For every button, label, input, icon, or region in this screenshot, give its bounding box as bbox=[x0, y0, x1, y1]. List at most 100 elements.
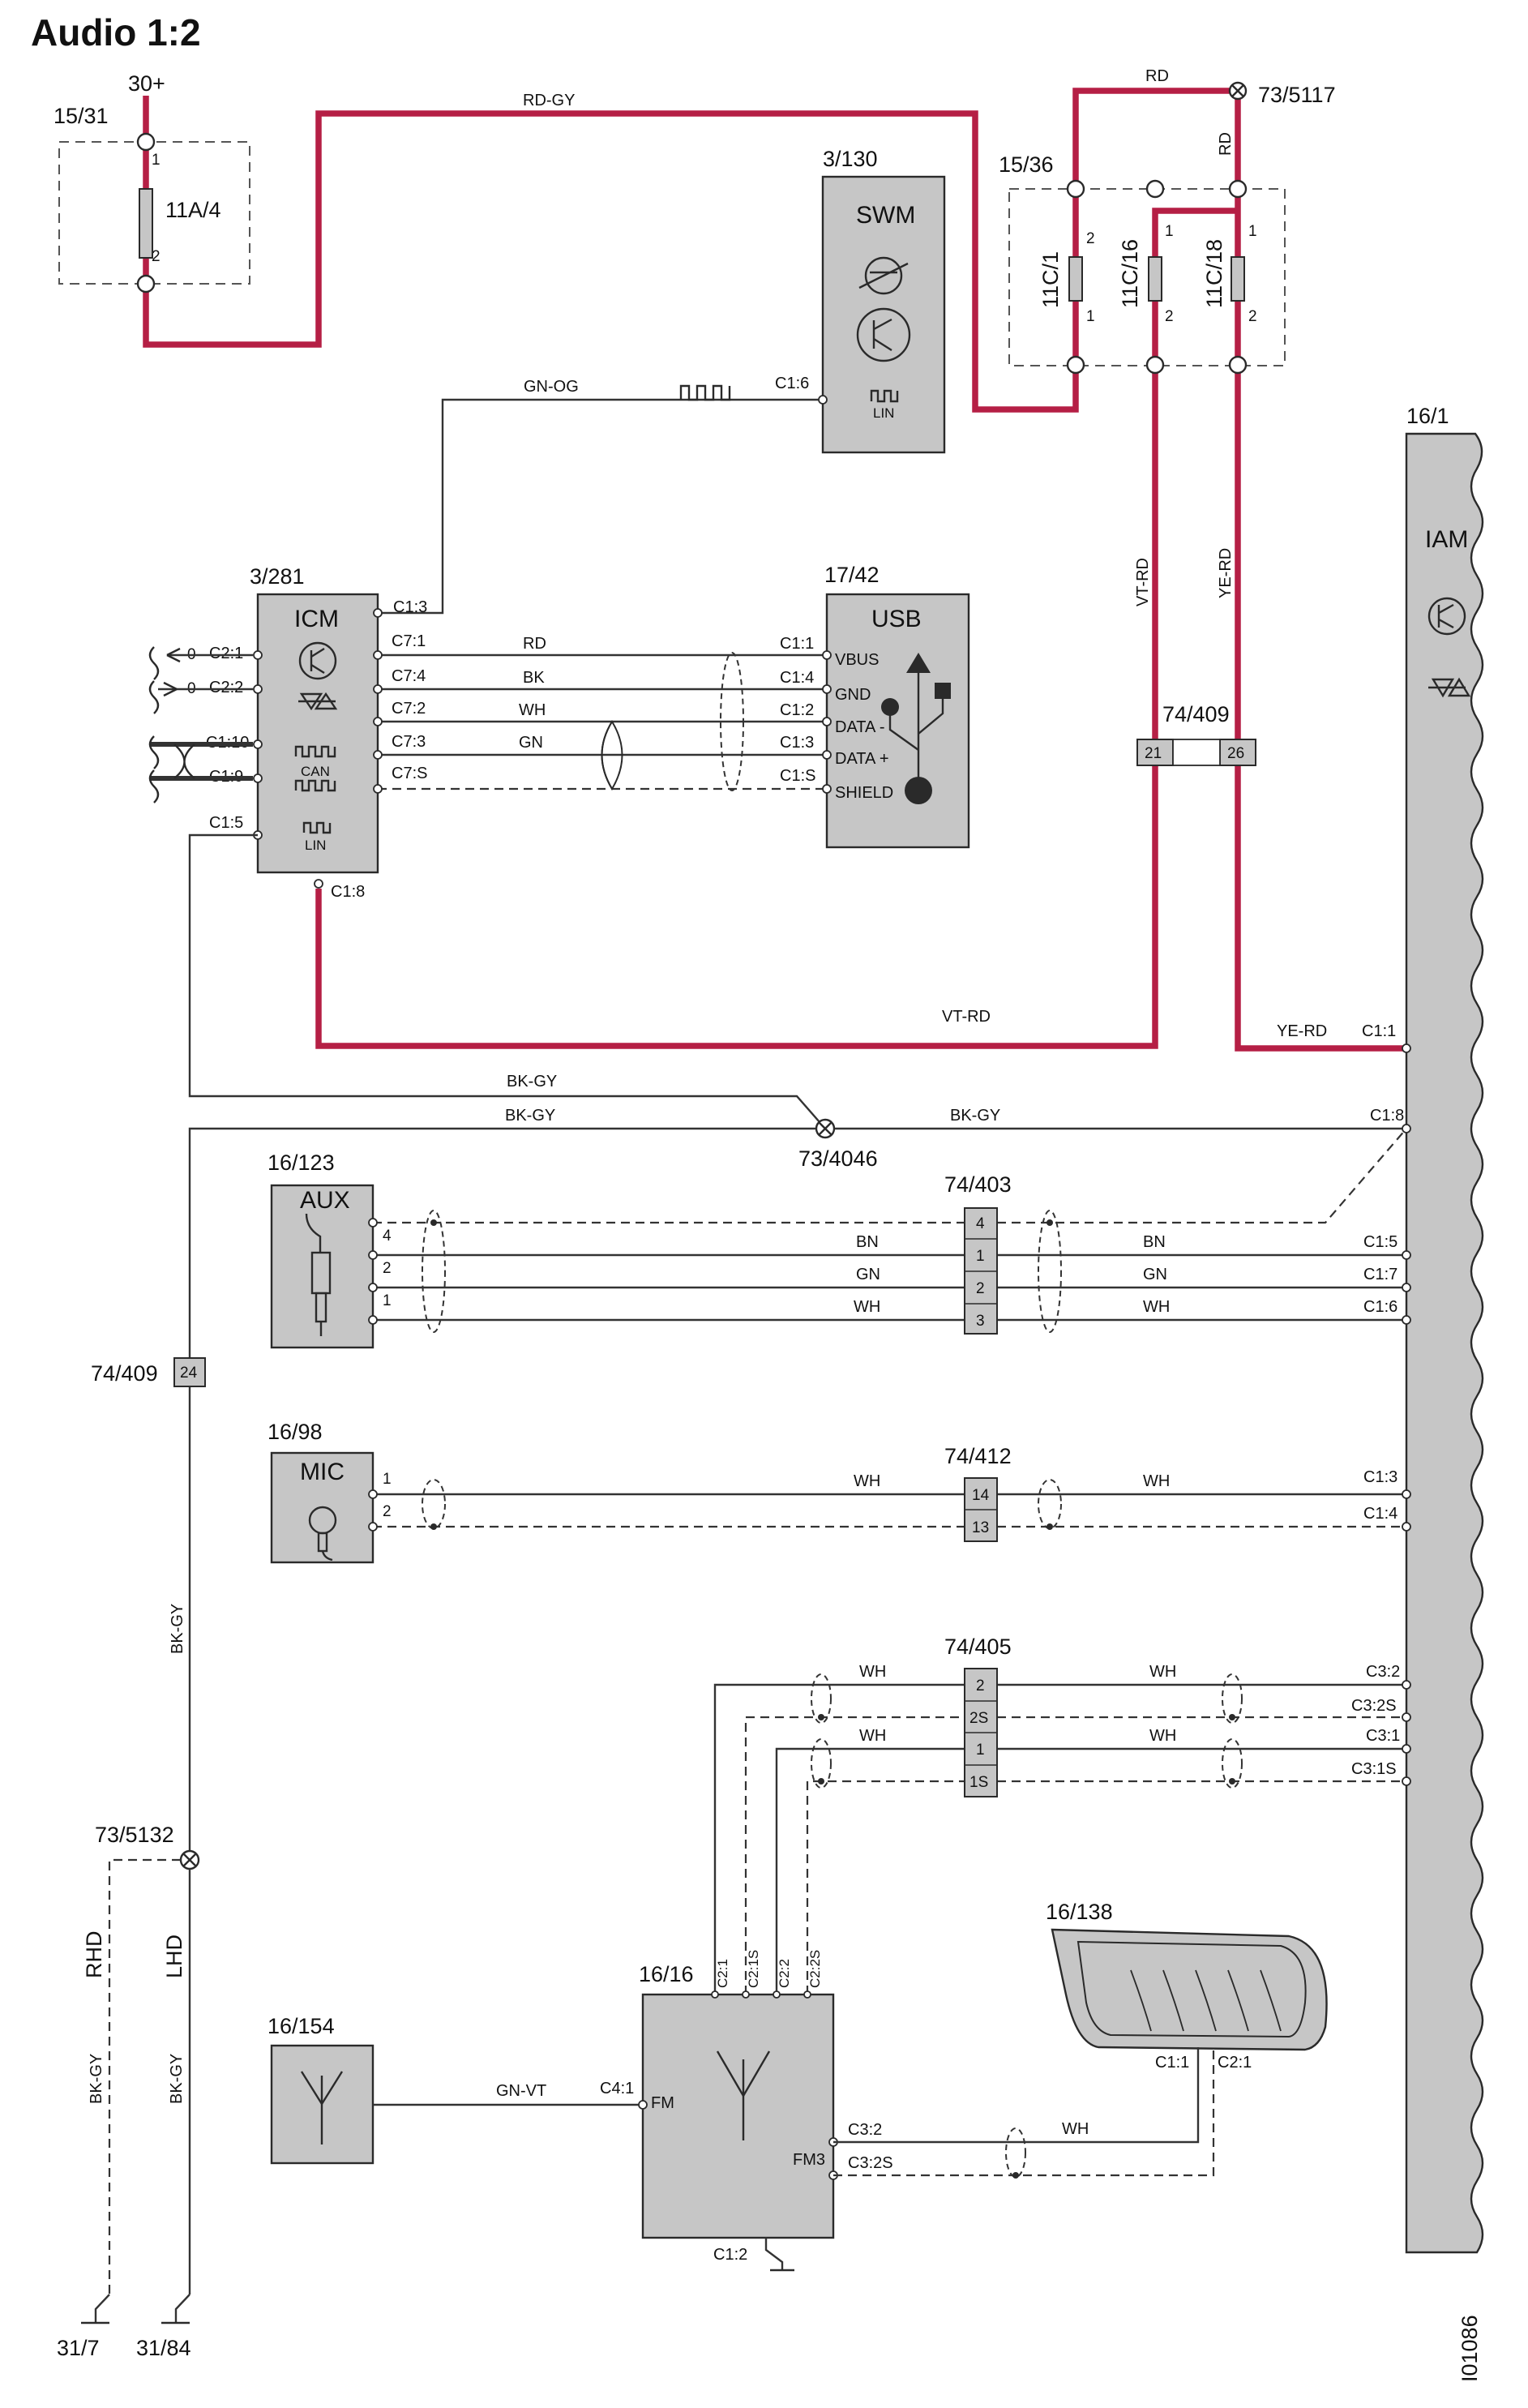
mic-id: 16/98 bbox=[268, 1420, 323, 1444]
usb-pin-c1-s: C1:S bbox=[780, 767, 815, 785]
connector-74-409-left: 74/409 24 bbox=[91, 1357, 206, 1387]
image-id-label: I01086 bbox=[1457, 2315, 1482, 2382]
connector-74-412: 74/412 14 13 bbox=[944, 1444, 1012, 1542]
fuse-11c16-pin-top: 1 bbox=[1165, 223, 1174, 240]
usb-pin-c1-4: C1:4 bbox=[780, 669, 814, 687]
icm-name: ICM bbox=[294, 606, 339, 632]
usb-signal-data-plus: DATA + bbox=[835, 750, 889, 768]
connector-74-405-pin-2: 2 bbox=[976, 1677, 985, 1695]
fuse-11c16-pin-bottom: 2 bbox=[1165, 308, 1174, 325]
fm-module: 16/16 C2:1 C2:1S C2:2 C2:2S FM FM3 C4:1 … bbox=[600, 1950, 893, 2264]
iam-pin-c3-1: C3:1 bbox=[1366, 1727, 1400, 1745]
c74-405-wire-left-wh-2: WH bbox=[859, 1727, 886, 1745]
pin bbox=[773, 1990, 781, 1999]
ground-31-7-label: 31/7 bbox=[57, 2336, 100, 2360]
mic-wire-right-wh: WH bbox=[1143, 1472, 1170, 1490]
mic-pin-2: 2 bbox=[383, 1503, 392, 1520]
ground-73-5117: 73/5117 bbox=[1228, 81, 1336, 107]
wire-label-rd-gy: RD-GY bbox=[523, 92, 575, 109]
lin-signal-icon bbox=[679, 384, 731, 401]
fm-pin-c1-2: C1:2 bbox=[713, 2246, 747, 2264]
swm-id: 3/130 bbox=[823, 147, 878, 171]
connector-74-403-pin-2: 2 bbox=[976, 1280, 985, 1297]
connector-74-409-top: 74/409 21 26 bbox=[1136, 702, 1256, 766]
usb-name: USB bbox=[871, 606, 922, 632]
ground-73-5117-label: 73/5117 bbox=[1258, 83, 1336, 107]
aux-wire-left-wh: WH bbox=[854, 1298, 880, 1316]
pin bbox=[373, 750, 383, 760]
fuse-box-15-31-id: 15/31 bbox=[54, 104, 109, 128]
variant-rhd: RHD bbox=[82, 1931, 106, 1979]
node bbox=[1228, 179, 1248, 199]
antenna-16-138-pin-c2-1: C2:1 bbox=[1218, 2054, 1252, 2072]
wire-label-bk-gy-3: BK-GY bbox=[950, 1107, 1000, 1125]
aux-wires: BN GN WH BN GN WH C1:5 C1:7 C1:6 bbox=[373, 1128, 1407, 1333]
bk-gy-wires: BK-GY BK-GY BK-GY BK-GY C1:8 bbox=[169, 833, 1406, 1853]
wire-label-bk-gy-1: BK-GY bbox=[507, 1073, 557, 1090]
fm-module-id: 16/16 bbox=[639, 1962, 694, 1986]
pin bbox=[253, 650, 263, 660]
pin bbox=[803, 1990, 811, 1999]
usb-icon bbox=[881, 653, 951, 804]
wire-label-gn: GN bbox=[519, 734, 543, 752]
wire-label-bk-gy-vert: BK-GY bbox=[169, 1604, 186, 1654]
pin bbox=[368, 1250, 378, 1260]
icm-id: 3/281 bbox=[250, 564, 305, 589]
diode-bridge-icon bbox=[1428, 677, 1471, 698]
wire-label-bk-gy-2: BK-GY bbox=[505, 1107, 555, 1125]
iam-pin-c3-2: C3:2 bbox=[1366, 1663, 1400, 1681]
usb-signal-shield: SHIELD bbox=[835, 784, 893, 802]
wire-gn-og: GN-OG bbox=[377, 378, 819, 615]
pin bbox=[822, 784, 832, 794]
icm-pin-c7-2: C7:2 bbox=[392, 700, 426, 718]
wire-label-ye-rd-vert: YE-RD bbox=[1217, 548, 1235, 598]
pin bbox=[1402, 1043, 1411, 1053]
fm-pin-c2-2s: C2:2S bbox=[807, 1950, 823, 1988]
audio-jack-icon bbox=[305, 1213, 332, 1336]
fuse-11c16-label: 11C/16 bbox=[1118, 239, 1142, 308]
fuse-11c16 bbox=[1148, 256, 1162, 302]
ground-73-5132: 73/5132 bbox=[95, 1823, 200, 1870]
swm-module: 3/130 SWM LIN C1:6 bbox=[775, 147, 946, 454]
fuse-11c18-pin-top: 1 bbox=[1248, 223, 1257, 240]
microphone-icon bbox=[308, 1506, 337, 1562]
antenna-16-138: 16/138 C1:1 C2:1 bbox=[1046, 1900, 1328, 2072]
aux-pin-1: 1 bbox=[383, 1292, 392, 1309]
pin bbox=[822, 750, 832, 760]
wire-label-rd: RD bbox=[523, 635, 546, 653]
wire-label-rd-vert: RD bbox=[1217, 132, 1235, 156]
ground-icon bbox=[81, 2294, 190, 2324]
pin bbox=[368, 1489, 378, 1499]
fm-label: FM bbox=[651, 2094, 674, 2112]
icm-pin-c7-1: C7:1 bbox=[392, 632, 426, 650]
iam-pin-c1-5: C1:5 bbox=[1363, 1233, 1397, 1251]
iam-pin-c3-2s: C3:2S bbox=[1351, 1697, 1397, 1715]
wire-label-bk: BK bbox=[523, 669, 545, 687]
aux-module: 16/123 AUX 4 2 1 bbox=[268, 1150, 392, 1349]
diode-bridge-icon bbox=[298, 692, 338, 711]
pin bbox=[253, 684, 263, 694]
connector-74-403-pin-4: 4 bbox=[976, 1215, 985, 1232]
connector-74-403-id: 74/403 bbox=[944, 1172, 1012, 1197]
pin bbox=[742, 1990, 750, 1999]
connector-74-409-pin-24: 24 bbox=[180, 1365, 198, 1382]
swm-lin-label: LIN bbox=[873, 405, 894, 421]
icm-module: 3/281 ICM CAN LIN C2:1 C2:2 C1:10 C1:9 C… bbox=[187, 564, 427, 901]
aux-wire-right-wh: WH bbox=[1143, 1298, 1170, 1316]
connector-74-409-id: 74/409 bbox=[1162, 702, 1230, 726]
iam-pin-c1-4: C1:4 bbox=[1363, 1505, 1397, 1523]
usb-pin-c1-3: C1:3 bbox=[780, 734, 814, 752]
aux-wire-left-gn: GN bbox=[856, 1266, 880, 1283]
node bbox=[1066, 179, 1085, 199]
iam-pin-c1-1: C1:1 bbox=[1362, 1022, 1396, 1040]
pin bbox=[1402, 1283, 1411, 1292]
usb-module: 17/42 USB VBUS GND DATA - DATA + SHIELD … bbox=[780, 563, 970, 849]
connector-74-412-pin-13: 13 bbox=[972, 1519, 989, 1536]
icm-pin-c1-8: C1:8 bbox=[331, 883, 365, 901]
wire-label-bk-gy-lhd: BK-GY bbox=[168, 2054, 186, 2104]
fuse-11c18-label: 11C/18 bbox=[1202, 239, 1226, 308]
usb-pin-c1-1: C1:1 bbox=[780, 635, 814, 653]
fuse-box-15-31: 15/31 30+ 11A/4 1 2 bbox=[54, 71, 250, 285]
aux-pin-4: 4 bbox=[383, 1228, 392, 1245]
iam-pin-c1-7: C1:7 bbox=[1363, 1266, 1397, 1283]
